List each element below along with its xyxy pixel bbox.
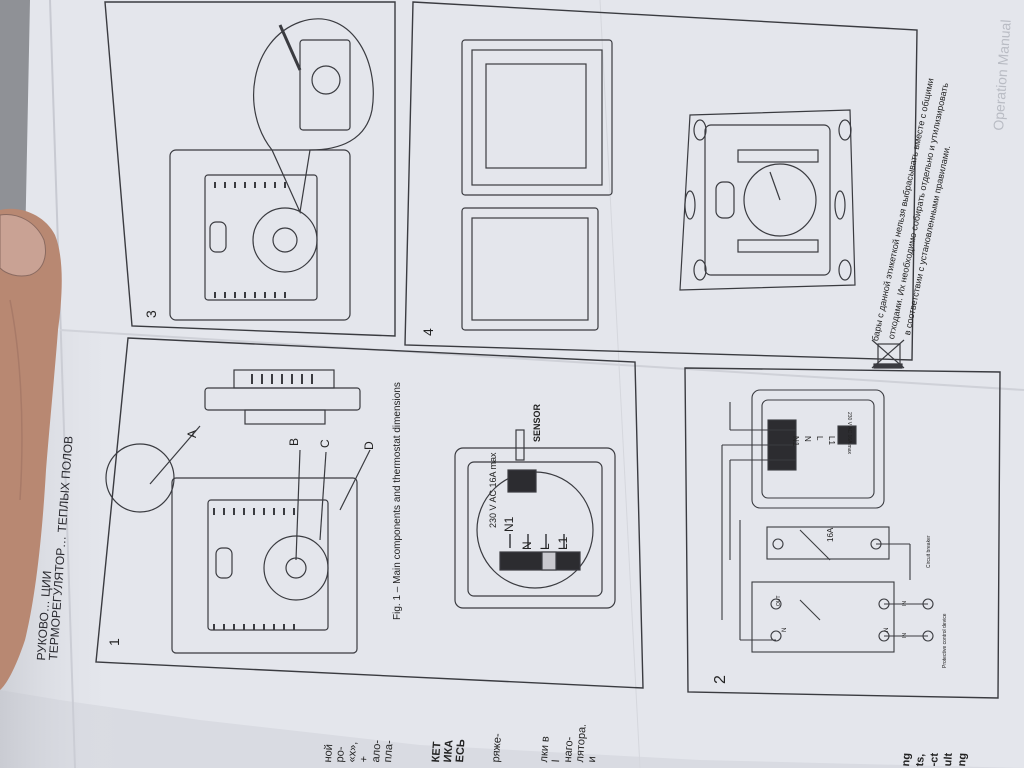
panel-2-number: 2	[712, 675, 729, 684]
fragment: -ct	[928, 752, 941, 767]
fragment: и	[586, 755, 599, 763]
circuit-breaker-label: Circuit breaker	[926, 535, 932, 568]
fragment: +	[358, 755, 371, 763]
panel-4-drawing	[461, 39, 856, 331]
in-label-n: IN	[902, 633, 908, 638]
recycle-bin-icon	[871, 339, 905, 369]
terminal-n1: N1	[502, 516, 516, 532]
panel-1-drawing	[105, 369, 616, 654]
panel-1-frame	[95, 337, 644, 689]
n-label-left: N	[782, 627, 788, 632]
p2-terminal-l1: L1	[827, 436, 836, 445]
n-label-right: N	[884, 627, 890, 632]
fragment: ряже-	[490, 732, 505, 763]
callout-c: C	[318, 439, 332, 448]
p2-terminal-n: N	[803, 436, 812, 442]
panel-4-number: 4	[420, 328, 436, 336]
panel-1-caption: Fig. 1 – Main components and thermostat …	[392, 382, 403, 620]
protective-device-label: Protective control device	[942, 613, 948, 668]
terminal-l: L	[538, 543, 552, 550]
panel-3-frame	[104, 1, 396, 337]
p2-terminal-n1: N1	[791, 436, 800, 447]
callout-d: D	[362, 441, 376, 450]
right-page-fragments: ng ts, -ct ult ng	[900, 740, 1010, 768]
fragment: ЕСЬ	[454, 738, 468, 763]
in-label-l: IN	[902, 601, 908, 606]
terminal-l1: L1	[556, 536, 570, 550]
breaker-rating: 16A	[826, 527, 835, 542]
fragment: пла-	[382, 739, 396, 763]
panel-1-number: 1	[106, 638, 122, 646]
sensor-label: SENSOR	[532, 403, 542, 442]
callout-a: A	[185, 429, 199, 438]
fragment: ng	[900, 752, 913, 767]
fragment: ult	[942, 752, 955, 767]
p2-terminal-l: L	[815, 436, 824, 441]
panel-3-number: 3	[143, 310, 159, 318]
fragment: ts,	[914, 753, 927, 767]
out-label: OUT	[776, 595, 782, 606]
terminal-n: N	[520, 541, 534, 550]
panel-2-frame	[684, 367, 1001, 699]
panel-3-drawing	[169, 18, 374, 321]
voltage-label: 230 V AC 16A max	[488, 452, 498, 528]
left-page-fragments: ной ро- «х», + ало- пла- КЕТ ИКА ЕСЬ ряж…	[322, 723, 622, 768]
fragment: ng	[956, 752, 969, 767]
p2-voltage: 230 V AC 16A max	[846, 412, 852, 454]
panel-2-drawing	[721, 389, 934, 653]
panel-4-frame	[404, 1, 918, 361]
fragment: I	[550, 758, 563, 763]
callout-b: B	[287, 437, 301, 446]
